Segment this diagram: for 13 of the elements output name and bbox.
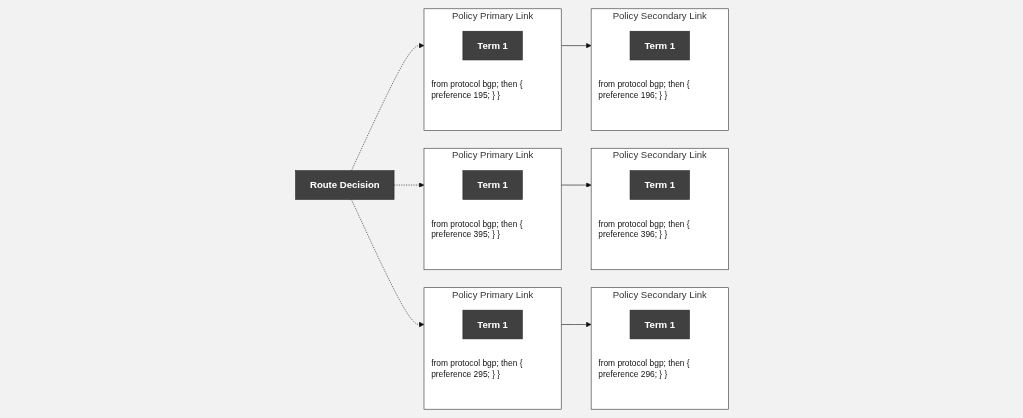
node-box: Term 1 — [462, 309, 523, 340]
code-text: from protocol bgp; then { preference 395; } } — [430, 218, 524, 241]
node-box: Route Decision — [294, 170, 394, 200]
node-box: Term 1 — [462, 170, 523, 200]
node-box: Term 1 — [629, 30, 690, 61]
code-text: from protocol bgp; then { preference 296; } } — [597, 357, 691, 380]
code-text: from protocol bgp; then { preference 195; } } — [430, 78, 524, 101]
code-text: from protocol bgp; then { preference 396; } } — [597, 218, 691, 241]
node-box: Term 1 — [629, 170, 690, 200]
code-text: from protocol bgp; then { preference 295; } } — [430, 357, 524, 380]
node-box: Term 1 — [629, 309, 690, 340]
node-box: Term 1 — [462, 30, 523, 61]
code-text: from protocol bgp; then { preference 196; } } — [597, 78, 691, 101]
